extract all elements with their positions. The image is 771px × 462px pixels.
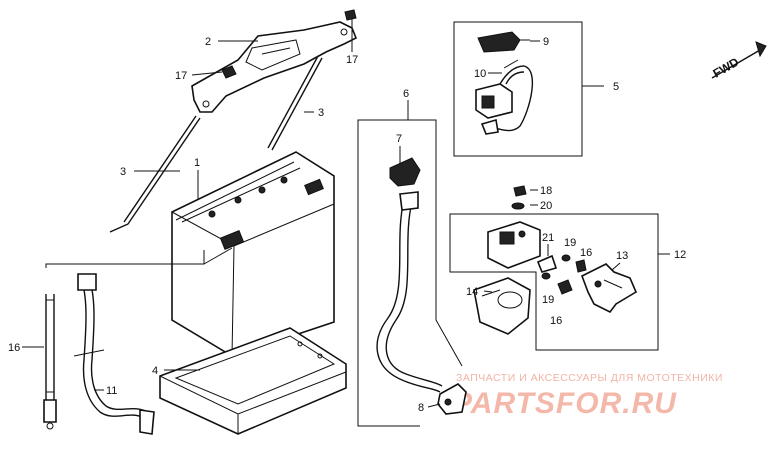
bolt-17-left bbox=[221, 65, 237, 79]
relay-cap-9 bbox=[477, 31, 530, 53]
terminal-boot-8 bbox=[437, 383, 467, 415]
callout-6: 6 bbox=[403, 88, 409, 100]
negative-cable-16 bbox=[43, 294, 57, 430]
callout-8: 8 bbox=[418, 402, 424, 414]
callout-14: 14 bbox=[466, 286, 478, 298]
callout-leaders bbox=[22, 18, 621, 408]
callout-5: 5 bbox=[613, 81, 619, 93]
watermark-brand: PARTSFOR.RU bbox=[452, 387, 677, 420]
rubber-holder-14 bbox=[473, 277, 531, 335]
watermark-caption: ЗАПЧАСТИ И АКСЕССУАРЫ ДЛЯ МОТОТЕХНИКИ bbox=[456, 372, 723, 384]
leader-battery-cables bbox=[45, 247, 233, 268]
battery-holder-bracket bbox=[191, 21, 358, 113]
callout-21: 21 bbox=[542, 232, 554, 244]
forward-label: FWD bbox=[711, 55, 742, 81]
callout-16-left: 16 bbox=[8, 342, 20, 354]
callout-10: 10 bbox=[474, 68, 486, 80]
callout-3-left: 3 bbox=[120, 166, 126, 178]
callout-11: 11 bbox=[106, 385, 117, 397]
washer-19-bottom bbox=[541, 272, 551, 280]
group-12-box bbox=[449, 213, 670, 351]
screw-16-top bbox=[575, 259, 587, 273]
group-6-leader bbox=[357, 108, 463, 427]
terminal-bracket-13 bbox=[580, 263, 638, 314]
callout-3-right: 3 bbox=[318, 107, 324, 119]
washer-19-top bbox=[561, 254, 571, 262]
callout-16-top: 16 bbox=[580, 247, 592, 259]
callout-19-top: 19 bbox=[564, 237, 576, 249]
callout-19-bottom: 19 bbox=[542, 294, 554, 306]
group-5-box bbox=[453, 21, 604, 157]
starter-relay-10 bbox=[475, 59, 533, 135]
fuse-21 bbox=[536, 254, 558, 273]
callout-4: 4 bbox=[152, 365, 158, 377]
battery bbox=[171, 151, 335, 357]
callout-12: 12 bbox=[674, 249, 686, 261]
callout-1: 1 bbox=[194, 157, 200, 169]
callout-7: 7 bbox=[396, 133, 402, 145]
battery-rod-left bbox=[109, 115, 201, 233]
positive-cable bbox=[376, 191, 443, 393]
starter-cable-11 bbox=[73, 273, 155, 435]
callout-17-left: 17 bbox=[175, 70, 187, 82]
screw-16-bottom bbox=[557, 279, 573, 295]
callout-16-bottom: 16 bbox=[550, 315, 562, 327]
starter-solenoid bbox=[487, 221, 541, 269]
callout-17-right: 17 bbox=[346, 54, 358, 66]
bolt-17-right bbox=[344, 9, 357, 21]
callout-20: 20 bbox=[540, 200, 552, 212]
callout-13: 13 bbox=[616, 250, 628, 262]
callout-9: 9 bbox=[543, 36, 549, 48]
battery-rod-right bbox=[267, 55, 323, 151]
callout-2: 2 bbox=[205, 36, 211, 48]
washer-20 bbox=[511, 202, 525, 210]
callout-18: 18 bbox=[540, 185, 552, 197]
forward-direction-arrow: FWD bbox=[711, 41, 767, 81]
battery-tray bbox=[159, 327, 347, 435]
terminal-boot-7 bbox=[389, 157, 421, 187]
nut-18 bbox=[513, 185, 527, 197]
